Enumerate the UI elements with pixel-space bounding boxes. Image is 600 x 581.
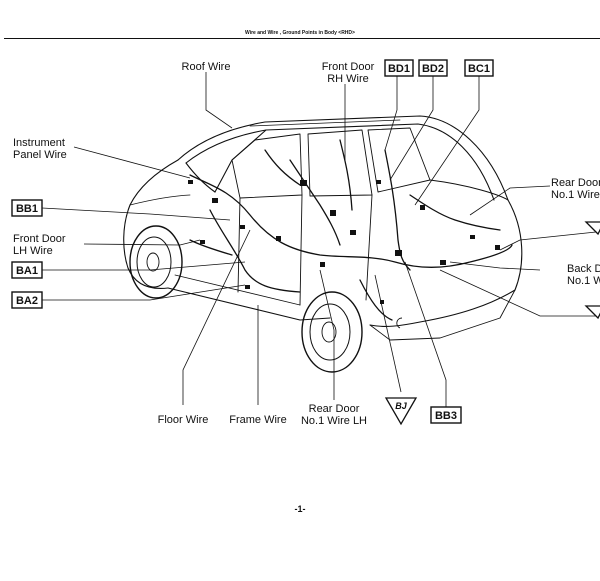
connector-bb1: BB1 (11, 199, 43, 217)
label-instrument-line1: Instrument (13, 137, 65, 149)
connector-codes: BD1 BD2 BC1 BB1 BA1 BA2 BB3 (11, 59, 494, 424)
connector-bc1-label: BC1 (468, 63, 490, 75)
connector-ba2-label: BA2 (16, 295, 38, 307)
label-floor-wire: Floor Wire (158, 414, 209, 426)
label-back-door-line1: Back D (567, 263, 600, 275)
label-front-door-rh-line2: RH Wire (327, 73, 369, 85)
header-rule (4, 38, 600, 39)
ground-point-lower-right-partial (584, 305, 600, 320)
connector-bd2: BD2 (418, 59, 448, 77)
connector-bc1: BC1 (464, 59, 494, 77)
connector-ba2: BA2 (11, 291, 43, 309)
wire-harness (189, 139, 513, 321)
connector-bd1-label: BD1 (388, 63, 410, 75)
page-header: Wire and Wire , Ground Points in Body <R… (245, 30, 355, 36)
label-back-door-line2: No.1 W (567, 275, 600, 287)
connector-ba1: BA1 (11, 261, 43, 279)
ground-mark (396, 317, 403, 329)
ground-point-bj: BJ (384, 397, 418, 426)
vehicle-body (123, 115, 523, 341)
rear-wheel (301, 291, 363, 373)
harness-connectors (188, 180, 500, 304)
label-rear-door-rh-line1: Rear Door (551, 177, 600, 189)
connector-bd2-label: BD2 (422, 63, 444, 75)
label-frame-wire: Frame Wire (229, 414, 286, 426)
wire-labels: Roof Wire Front Door RH Wire Instrument … (13, 61, 600, 427)
label-front-door-lh-line2: LH Wire (13, 245, 53, 257)
label-front-door-lh-line1: Front Door (13, 233, 66, 245)
page-number: -1- (294, 504, 306, 514)
ground-points: BJ (384, 221, 600, 426)
front-wheel (129, 225, 183, 299)
label-roof-wire: Roof Wire (182, 61, 231, 73)
label-rear-door-lh-line2: No.1 Wire LH (301, 415, 367, 427)
connector-bb3: BB3 (430, 406, 462, 424)
connector-ba1-label: BA1 (16, 265, 38, 277)
leader-lines (41, 72, 597, 407)
connector-bb3-label: BB3 (435, 410, 457, 422)
ground-point-bj-label: BJ (395, 401, 407, 411)
label-instrument-line2: Panel Wire (13, 149, 67, 161)
ground-point-upper-right-partial (584, 221, 600, 236)
label-front-door-rh-line1: Front Door (322, 61, 375, 73)
label-rear-door-lh-line1: Rear Door (309, 403, 360, 415)
connector-bd1: BD1 (384, 59, 414, 77)
connector-bb1-label: BB1 (16, 203, 38, 215)
label-rear-door-rh-line2: No.1 Wire (551, 189, 600, 201)
